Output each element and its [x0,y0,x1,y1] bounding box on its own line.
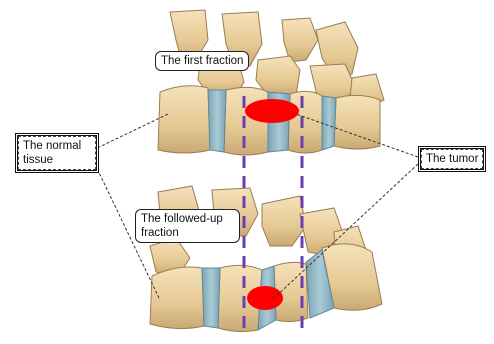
lower-spine-segment [150,186,382,332]
label-followed-up-fraction: The followed-up fraction [135,209,240,243]
connector-normal-upper [93,114,168,150]
label-first-fraction: The first fraction [155,51,249,71]
label-tumor: The tumor [418,146,486,172]
label-normal-tissue: The normal tissue [15,133,99,173]
lower-tumor [247,286,283,310]
upper-tumor [245,99,299,123]
